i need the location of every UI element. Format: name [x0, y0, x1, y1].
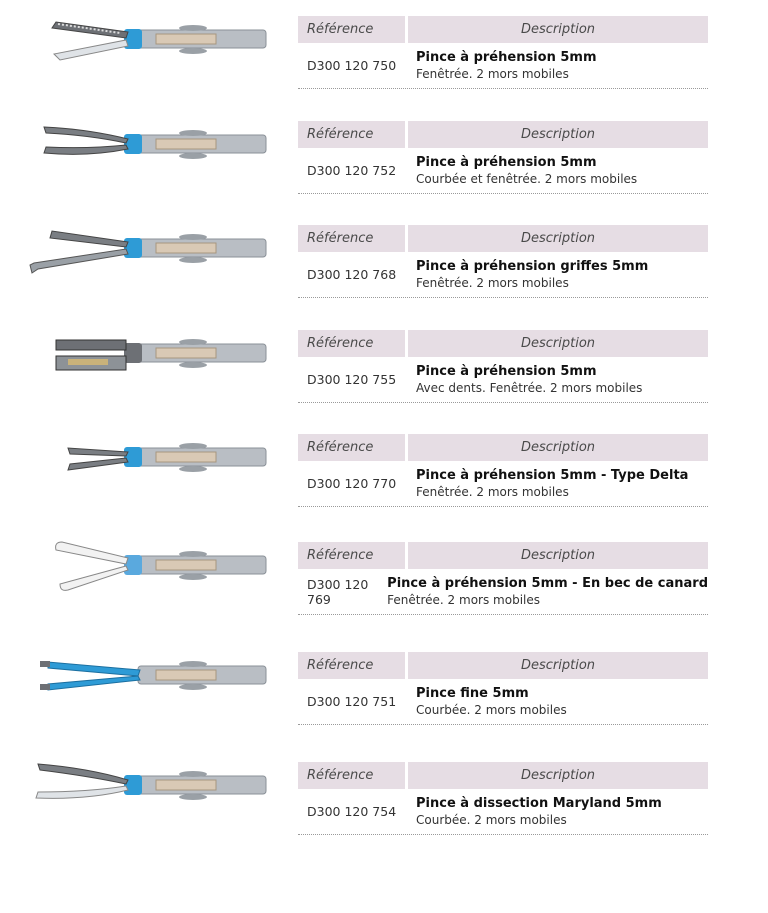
table-row: D300 120 755 Pince à préhension 5mm Avec… — [298, 357, 708, 403]
reference-header: Référence — [298, 225, 405, 252]
product-table: Référence Description D300 120 754 Pince… — [298, 762, 708, 835]
table-header: Référence Description — [298, 762, 708, 789]
product-row: Référence Description D300 120 751 Pince… — [0, 652, 768, 742]
product-title: Pince à préhension 5mm — [416, 49, 597, 65]
product-table: Référence Description D300 120 768 Pince… — [298, 225, 708, 298]
fine-forceps-image — [40, 661, 267, 691]
table-header: Référence Description — [298, 652, 708, 679]
description-header: Description — [408, 16, 708, 43]
reference-header: Référence — [298, 16, 405, 43]
table-row: D300 120 752 Pince à préhension 5mm Cour… — [298, 148, 708, 194]
product-subtitle: Courbée et fenêtrée. 2 mors mobiles — [416, 171, 638, 186]
product-row: Référence Description D300 120 755 Pince… — [0, 330, 768, 420]
table-row: D300 120 751 Pince fine 5mm Courbée. 2 m… — [298, 679, 708, 725]
product-row: Référence Description D300 120 769 Pince… — [0, 541, 768, 632]
description-cell: Pince fine 5mm Courbée. 2 mors mobiles — [408, 685, 708, 719]
product-subtitle: Courbée. 2 mors mobiles — [416, 702, 567, 717]
duckbill-grasper-image — [55, 541, 267, 591]
product-subtitle: Fenêtrée. 2 mors mobiles — [416, 275, 569, 290]
product-row: Référence Description D300 120 770 Pince… — [0, 434, 768, 524]
description-header: Description — [408, 225, 708, 252]
claw-grasper-image — [29, 230, 267, 274]
reference-value: D300 120 751 — [307, 694, 397, 709]
description-cell: Pince à préhension 5mm Courbée et fenêtr… — [408, 154, 708, 188]
product-table: Référence Description D300 120 751 Pince… — [298, 652, 708, 725]
product-subtitle: Courbée. 2 mors mobiles — [416, 812, 567, 827]
product-title: Pince à dissection Maryland 5mm — [416, 795, 662, 811]
product-title: Pince à préhension 5mm - En bec de canar… — [387, 575, 708, 591]
product-row: Référence Description D300 120 750 Pince… — [0, 16, 768, 106]
table-header: Référence Description — [298, 225, 708, 252]
product-title: Pince à préhension 5mm - Type Delta — [416, 467, 689, 483]
grasper-curved-image — [43, 126, 267, 159]
product-table: Référence Description D300 120 769 Pince… — [298, 542, 708, 615]
product-row: Référence Description D300 120 752 Pince… — [0, 121, 768, 211]
product-table: Référence Description D300 120 750 Pince… — [298, 16, 708, 89]
toothed-grasper-image — [55, 339, 267, 371]
description-cell: Pince à préhension 5mm Avec dents. Fenêt… — [408, 363, 708, 397]
reference-value: D300 120 755 — [307, 372, 397, 387]
product-title: Pince à préhension 5mm — [416, 363, 597, 379]
description-header: Description — [408, 542, 708, 569]
reference-value: D300 120 770 — [307, 476, 397, 491]
table-header: Référence Description — [298, 330, 708, 357]
reference-value: D300 120 768 — [307, 267, 397, 282]
table-row: D300 120 750 Pince à préhension 5mm Fenê… — [298, 43, 708, 89]
product-table: Référence Description D300 120 755 Pince… — [298, 330, 708, 403]
description-cell: Pince à préhension griffes 5mm Fenêtrée.… — [408, 258, 708, 292]
table-row: D300 120 754 Pince à dissection Maryland… — [298, 789, 708, 835]
description-header: Description — [408, 121, 708, 148]
delta-grasper-image — [67, 443, 267, 472]
table-header: Référence Description — [298, 434, 708, 461]
description-header: Description — [408, 762, 708, 789]
reference-header: Référence — [298, 330, 405, 357]
reference-value: D300 120 752 — [307, 163, 397, 178]
product-subtitle: Fenêtrée. 2 mors mobiles — [416, 484, 569, 499]
table-row: D300 120 768 Pince à préhension griffes … — [298, 252, 708, 298]
reference-header: Référence — [298, 434, 405, 461]
product-row: Référence Description D300 120 754 Pince… — [0, 762, 768, 852]
description-cell: Pince à préhension 5mm Fenêtrée. 2 mors … — [408, 49, 708, 83]
reference-value: D300 120 750 — [307, 58, 397, 73]
grasper-fenestrated-image — [51, 21, 267, 61]
product-title: Pince fine 5mm — [416, 685, 529, 701]
product-subtitle: Fenêtrée. 2 mors mobiles — [416, 66, 569, 81]
description-cell: Pince à préhension 5mm - En bec de canar… — [379, 575, 708, 609]
table-row: D300 120 770 Pince à préhension 5mm - Ty… — [298, 461, 708, 507]
product-subtitle: Fenêtrée. 2 mors mobiles — [387, 592, 540, 607]
table-header: Référence Description — [298, 121, 708, 148]
table-header: Référence Description — [298, 16, 708, 43]
reference-header: Référence — [298, 121, 405, 148]
description-header: Description — [408, 652, 708, 679]
description-header: Description — [408, 330, 708, 357]
product-title: Pince à préhension griffes 5mm — [416, 258, 649, 274]
maryland-dissector-image — [35, 763, 267, 800]
reference-header: Référence — [298, 652, 405, 679]
reference-header: Référence — [298, 542, 405, 569]
description-cell: Pince à dissection Maryland 5mm Courbée.… — [408, 795, 708, 829]
product-table: Référence Description D300 120 752 Pince… — [298, 121, 708, 194]
product-row: Référence Description D300 120 768 Pince… — [0, 225, 768, 315]
table-row: D300 120 769 Pince à préhension 5mm - En… — [298, 569, 708, 615]
reference-value: D300 120 754 — [307, 804, 397, 819]
product-table: Référence Description D300 120 770 Pince… — [298, 434, 708, 507]
product-title: Pince à préhension 5mm — [416, 154, 597, 170]
description-cell: Pince à préhension 5mm - Type Delta Fenê… — [408, 467, 708, 501]
reference-value: D300 120 769 — [307, 576, 369, 607]
table-header: Référence Description — [298, 542, 708, 569]
reference-header: Référence — [298, 762, 405, 789]
description-header: Description — [408, 434, 708, 461]
product-subtitle: Avec dents. Fenêtrée. 2 mors mobiles — [416, 380, 643, 395]
